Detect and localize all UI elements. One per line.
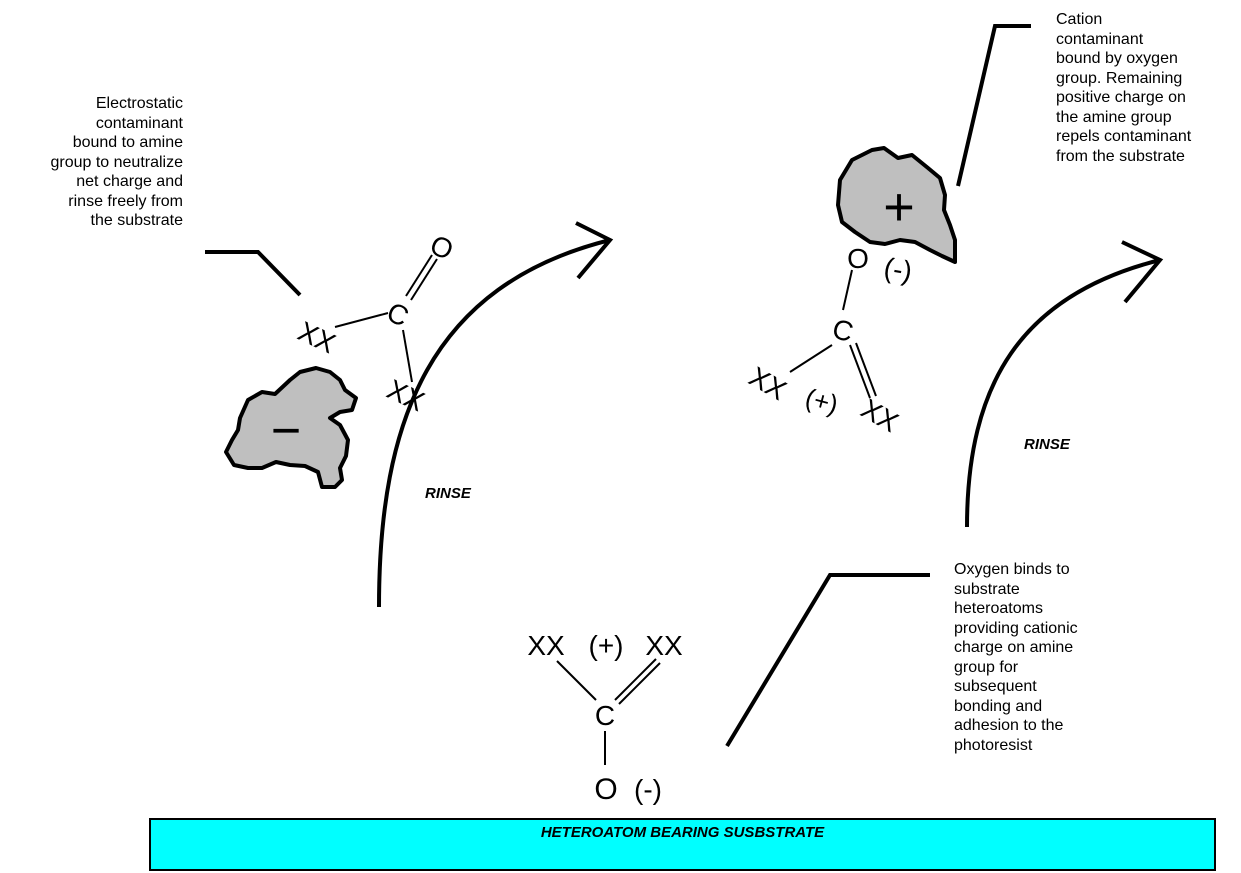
anion-contaminant-blob: [224, 366, 358, 489]
bottom-amine-charge: (+): [589, 630, 624, 661]
cation-sign: +: [883, 177, 915, 237]
bond-left-co-1: [405, 254, 433, 297]
callout-leader-topright: [956, 24, 1031, 187]
rinse-arrow-1: [377, 238, 611, 608]
rinse-arrowhead-2: [1121, 240, 1164, 304]
bond-left-c-xx1: [334, 312, 389, 328]
bond-tr-c-xx-right-1: [849, 344, 871, 399]
left-amine-xx1: XX: [293, 316, 340, 360]
bond-tr-c-xx-right-2: [855, 342, 877, 397]
callout-note-oxygen-binding: Oxygen binds to substrate heteroatoms pr…: [954, 561, 1078, 754]
tr-carbon: C: [829, 313, 857, 348]
bottom-carbon: C: [595, 700, 615, 731]
tr-oxygen: O: [847, 243, 869, 274]
callout-leader-bottomright: [725, 573, 930, 748]
bottom-amine-xx-right: XX: [645, 630, 683, 661]
cation-contaminant-blob: [836, 146, 957, 264]
bond-bottom-c-xx-right-1: [614, 658, 657, 701]
substrate-label: HETEROATOM BEARING SUSBSTRATE: [540, 824, 825, 841]
anion-sign: −: [271, 402, 301, 460]
bottom-oxygen: O: [594, 773, 617, 806]
tr-oxygen-charge: (-): [882, 252, 915, 287]
rinse-label-2: RINSE: [1024, 436, 1070, 453]
callout-note-cation: Cation contaminant bound by oxygen group…: [1056, 11, 1192, 165]
rinse-arrow-2: [965, 258, 1161, 528]
bottom-amine-xx-left: XX: [527, 630, 565, 661]
tr-amine-xx-right: XX: [856, 393, 904, 439]
callout-note-electrostatic: Electrostatic contaminant bound to amine…: [50, 95, 183, 229]
rinse-arrowhead-1: [575, 221, 614, 280]
callout-leader-left: [205, 250, 302, 297]
tr-amine-charge: (+): [802, 382, 841, 419]
rinse-label-1: RINSE: [425, 485, 471, 502]
left-carbon: C: [382, 296, 413, 333]
bond-tr-oc: [842, 269, 853, 311]
substrate-bar: HETEROATOM BEARING SUSBSTRATE: [149, 818, 1216, 871]
tr-amine-xx-left: XX: [744, 361, 792, 407]
bond-bottom-c-xx-left: [556, 660, 597, 701]
bond-bottom-c-xx-right-2: [618, 662, 661, 705]
left-oxygen: O: [425, 229, 458, 266]
bond-left-co-2: [410, 258, 438, 301]
bottom-oxygen-charge: (-): [634, 774, 662, 805]
bond-left-c-xx2: [402, 329, 413, 383]
bond-tr-c-xx-left: [789, 344, 833, 373]
